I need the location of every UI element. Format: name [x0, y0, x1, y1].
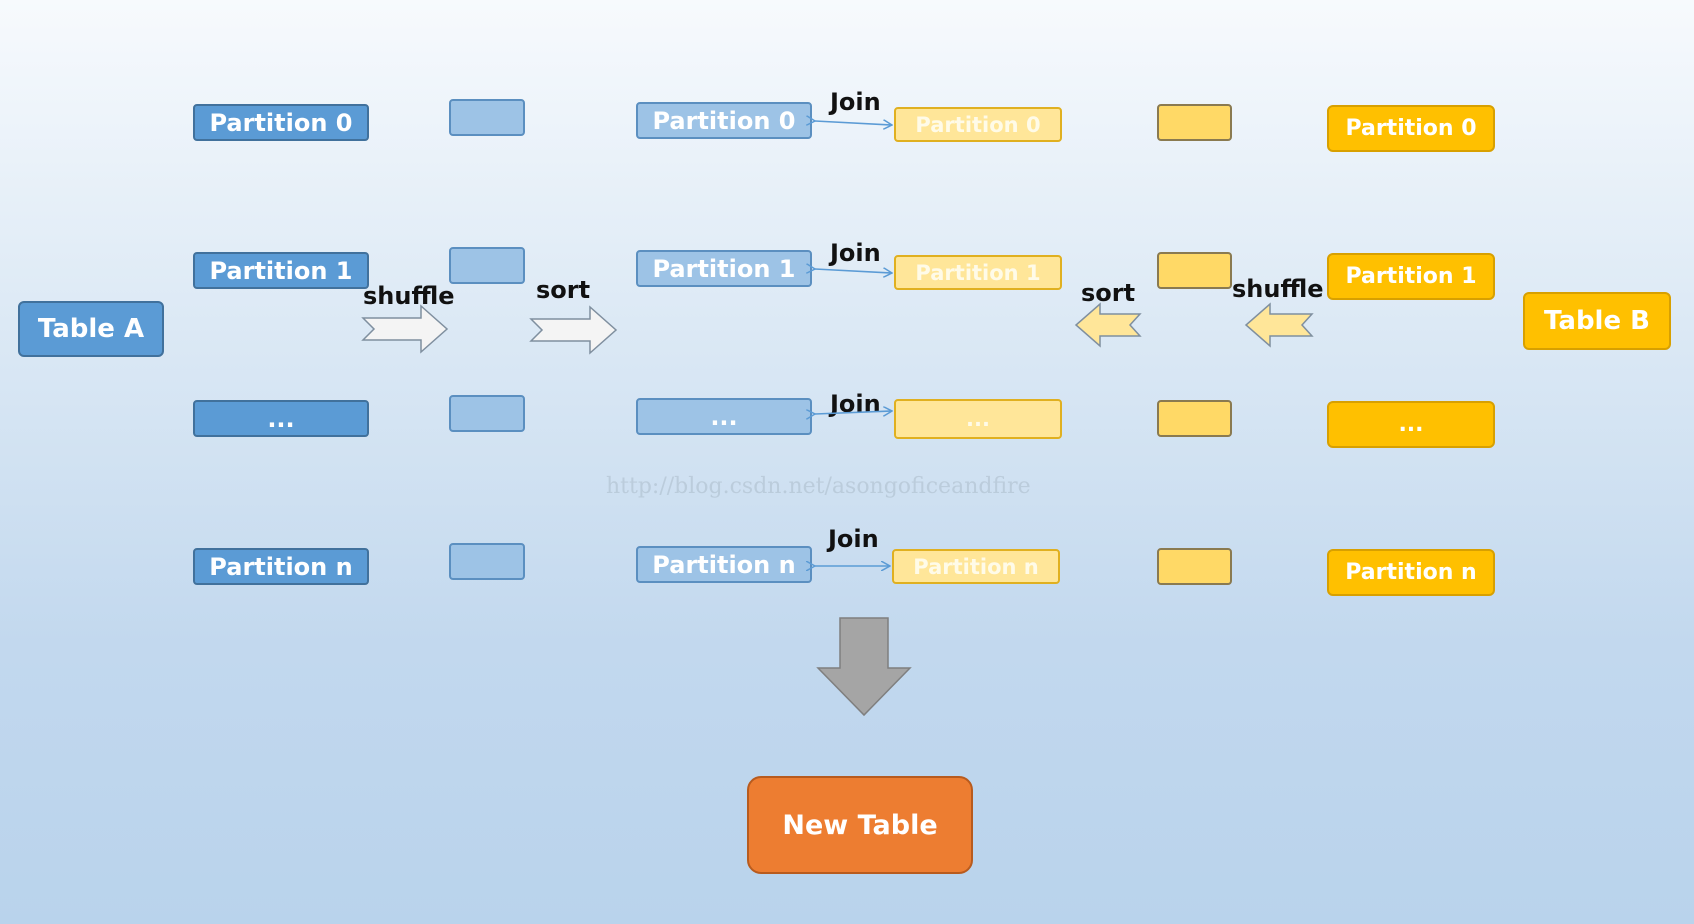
new-table-node: New Table	[747, 776, 973, 874]
table-b-sorted-partition-1: Partition 1	[894, 255, 1062, 290]
table-a-sorted-partition-1: Partition 1	[636, 250, 812, 287]
table-a-sorted-partition-ellipsis: ...	[636, 398, 812, 435]
sort-arrow-a	[529, 305, 618, 355]
table-b-sorted-partition-0: Partition 0	[894, 107, 1062, 142]
partition-label: ...	[1398, 412, 1424, 437]
partition-label: ...	[966, 407, 990, 431]
partition-label: Partition 0	[1345, 116, 1477, 141]
join-label-0: Join	[830, 88, 881, 116]
partition-label: Partition 0	[915, 112, 1041, 137]
table-a-partition-1: Partition 1	[193, 252, 369, 289]
sort-label-b: sort	[1081, 279, 1136, 307]
table-a-partition-0: Partition 0	[193, 104, 369, 141]
watermark-text: http://blog.csdn.net/asongoficeandfire	[606, 474, 1031, 499]
table-a-label: Table A	[37, 314, 145, 344]
table-b-partition-1: Partition 1	[1327, 253, 1495, 300]
partition-label: Partition n	[652, 550, 796, 579]
partition-label: Partition n	[209, 552, 353, 581]
partition-label: Partition 1	[652, 254, 796, 283]
table-a-shuffled-block-n	[449, 543, 525, 580]
table-a-partition-ellipsis: ...	[193, 400, 369, 437]
shuffle-arrow-a	[361, 304, 449, 354]
partition-label: ...	[267, 404, 295, 433]
table-b-shuffled-block-1	[1157, 252, 1232, 289]
sort-arrow-b	[1074, 302, 1142, 348]
table-a-sorted-partition-0: Partition 0	[636, 102, 812, 139]
merge-down-arrow	[816, 617, 912, 717]
join-label-n: Join	[828, 525, 879, 553]
join-label-ellipsis: Join	[830, 390, 881, 418]
shuffle-label-a: shuffle	[363, 282, 455, 310]
partition-label: Partition n	[913, 554, 1039, 579]
partition-label: Partition 1	[1345, 264, 1477, 289]
table-b-partition-0: Partition 0	[1327, 105, 1495, 152]
partition-label: Partition n	[1345, 560, 1477, 585]
table-a-node: Table A	[18, 301, 164, 357]
shuffle-arrow-b	[1244, 302, 1314, 348]
partition-label: Partition 0	[652, 106, 796, 135]
join-arrow-1	[815, 269, 892, 273]
table-b-sorted-partition-n: Partition n	[892, 549, 1060, 584]
sort-label-a: sort	[536, 276, 591, 304]
table-a-sorted-partition-n: Partition n	[636, 546, 812, 583]
table-b-label: Table B	[1544, 306, 1650, 336]
partition-label: Partition 0	[209, 108, 353, 137]
table-b-shuffled-block-0	[1157, 104, 1232, 141]
join-arrow-0	[815, 121, 892, 125]
partition-label: ...	[710, 402, 738, 431]
table-a-shuffled-block-1	[449, 247, 525, 284]
partition-label: Partition 1	[915, 260, 1041, 285]
table-a-shuffled-block-ellipsis	[449, 395, 525, 432]
shuffle-label-b: shuffle	[1232, 275, 1324, 303]
table-a-partition-n: Partition n	[193, 548, 369, 585]
table-b-partition-ellipsis: ...	[1327, 401, 1495, 448]
table-b-sorted-partition-ellipsis: ...	[894, 399, 1062, 439]
table-b-shuffled-block-n	[1157, 548, 1232, 585]
join-label-1: Join	[830, 239, 881, 267]
table-a-shuffled-block-0	[449, 99, 525, 136]
table-b-node: Table B	[1523, 292, 1671, 350]
new-table-label: New Table	[782, 809, 938, 841]
table-b-shuffled-block-ellipsis	[1157, 400, 1232, 437]
partition-label: Partition 1	[209, 256, 353, 285]
table-b-partition-n: Partition n	[1327, 549, 1495, 596]
